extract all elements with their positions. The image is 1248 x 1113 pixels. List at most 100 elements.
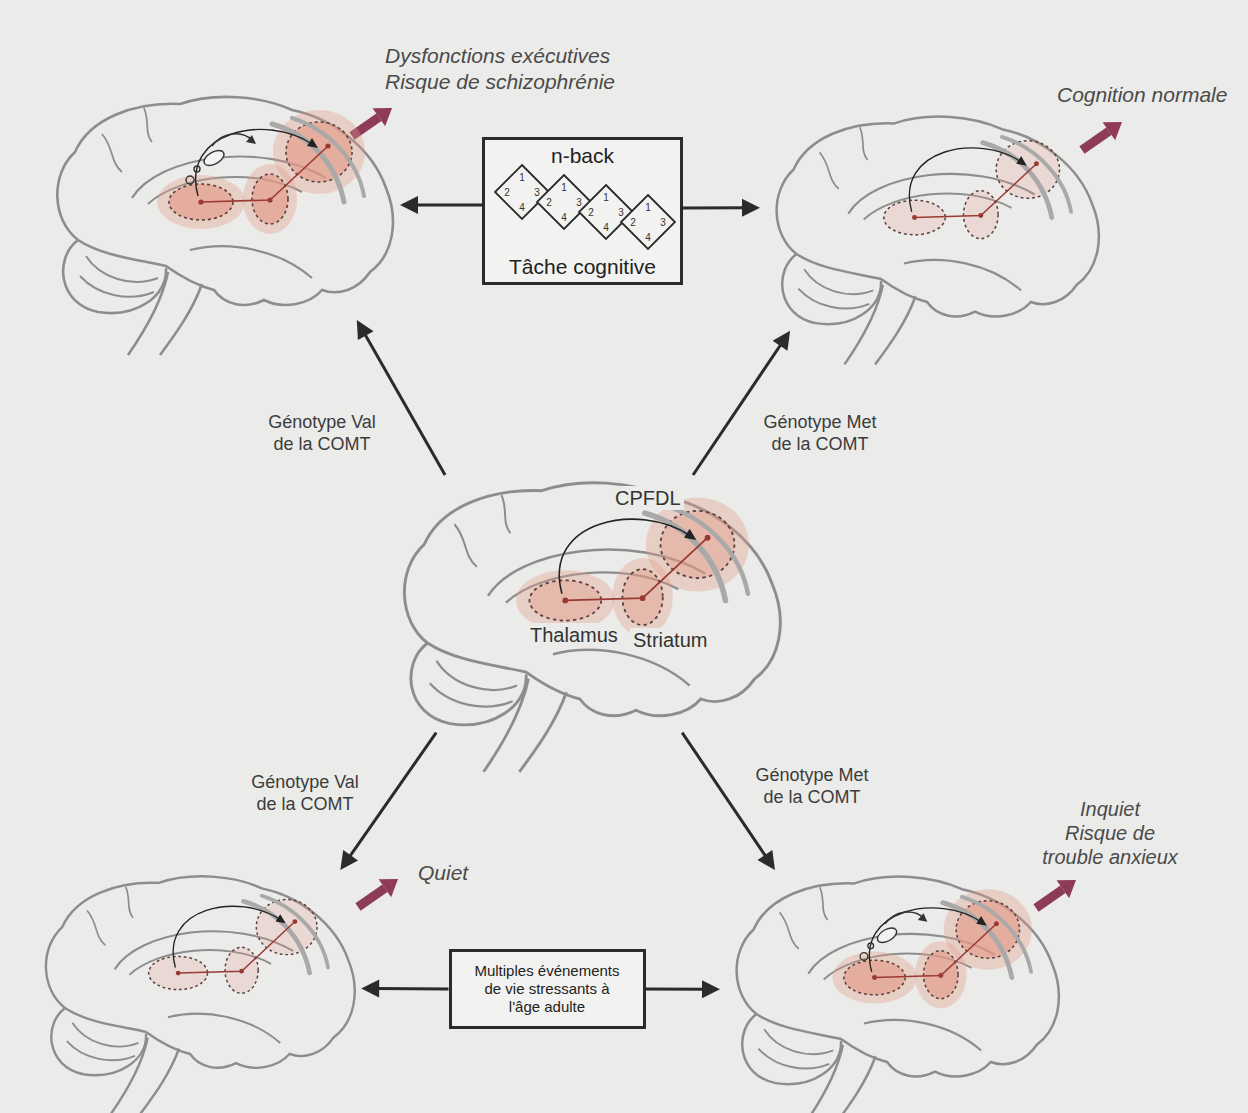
- dopamine-icon: [875, 925, 899, 946]
- event-text: Multiples événements de vie stressants à…: [470, 962, 625, 1016]
- circuit-dot: [938, 973, 943, 978]
- circuit-curve: [559, 519, 689, 594]
- sequence-number: 2: [504, 187, 510, 198]
- connector-line: [693, 343, 782, 475]
- brainstem-line: [111, 1037, 148, 1113]
- arrowhead: [400, 196, 418, 214]
- cerebellum-fold: [804, 269, 873, 294]
- sequence-number: 3: [576, 197, 582, 208]
- circuit-line: [565, 538, 707, 601]
- sequence-number: 2: [630, 217, 636, 228]
- brain-outline: Dysfonctions exécutivesRisque de schizop…: [40, 90, 400, 320]
- temporal-fold: [553, 650, 690, 686]
- sequence-number: 2: [546, 197, 552, 208]
- cerebellum-fold: [764, 1029, 833, 1054]
- region-glow: [516, 570, 615, 630]
- sulcus-band: [962, 897, 1031, 972]
- arrowhead: [757, 850, 775, 870]
- outcome-label: Risque de schizophrénie: [385, 69, 615, 95]
- sequence-number: 1: [561, 182, 567, 193]
- region-glow: [612, 558, 672, 636]
- region-label: Striatum: [630, 628, 710, 652]
- cerebrum-outline: [737, 877, 1059, 1077]
- arrowhead: [742, 199, 760, 217]
- circuit-dot: [640, 595, 646, 601]
- brain-drawing: [30, 870, 361, 1082]
- nback-diamond: [495, 165, 549, 219]
- brain-drawing: [40, 90, 400, 320]
- sulcus-line: [501, 495, 510, 533]
- connector-line: [683, 206, 746, 209]
- circuit-line: [178, 922, 295, 974]
- brainstem-line: [804, 1045, 842, 1113]
- cerebrum-outline: [404, 483, 780, 716]
- outcome-arrow-shaft: [1036, 889, 1063, 908]
- cerebellum-fold: [758, 1049, 829, 1069]
- sulcus-band: [667, 506, 748, 593]
- brain-drawing: [385, 475, 788, 733]
- sequence-number: 3: [618, 207, 624, 218]
- brain-outline: Quiet: [30, 870, 361, 1082]
- circuit-dot: [872, 975, 877, 980]
- region-glow: [243, 164, 297, 234]
- task-caption: Tâche cognitive: [485, 254, 680, 279]
- dopamine-icon: [212, 134, 252, 146]
- sulcus-line: [820, 887, 828, 920]
- cerebellum-fold: [437, 661, 518, 690]
- cerebellum-fold: [80, 276, 154, 297]
- outcome-label: Dysfonctions exécutives: [385, 43, 610, 69]
- brain-drawing: [760, 110, 1106, 331]
- connector-line: [682, 733, 767, 858]
- outcome-arrow-head: [1057, 880, 1076, 898]
- task-box-fill: [482, 137, 683, 285]
- outcome-label: Quiet: [418, 860, 468, 886]
- sequence-number: 4: [519, 202, 525, 213]
- circuit-head: [307, 138, 318, 148]
- brainstem-line: [484, 679, 529, 772]
- brainstem-line: [140, 1048, 179, 1113]
- region-label: CPFDL: [612, 486, 684, 510]
- nback-diamond: [621, 195, 675, 249]
- sulcus-band: [1002, 137, 1071, 212]
- striatum-region: [252, 174, 288, 224]
- circuit-head: [1016, 156, 1027, 166]
- sulcus-line: [454, 524, 476, 567]
- circuit-dot: [267, 197, 272, 202]
- striatum-region: [924, 951, 959, 999]
- circuit-head: [976, 916, 987, 926]
- circuit-dot: [176, 971, 181, 976]
- connector-line: [349, 733, 437, 859]
- circuit-curve: [909, 148, 1021, 212]
- sequence-number: 1: [645, 202, 651, 213]
- cerebellum-outline: [782, 254, 881, 324]
- sulcus-band: [262, 896, 328, 968]
- sulcus-band: [645, 513, 726, 600]
- sulcus-line: [102, 134, 122, 172]
- cerebellum-outline: [742, 1014, 841, 1084]
- sulcus-band: [983, 143, 1052, 218]
- brainstem-line: [844, 285, 882, 365]
- brain-drawing: [720, 870, 1066, 1091]
- sequence-number: 4: [561, 212, 567, 223]
- circuit-dot: [994, 921, 999, 926]
- cerebellum-outline: [411, 643, 526, 725]
- circuit-line: [875, 924, 997, 978]
- edge-label: Génotype Val de la COMT: [244, 771, 366, 815]
- sulcus-band: [243, 901, 309, 973]
- nback-diamonds: [495, 165, 675, 249]
- sequence-number: 1: [519, 172, 525, 183]
- cerebellum-fold: [430, 683, 513, 706]
- circuit-curve: [173, 906, 280, 967]
- circuit-curve: [196, 129, 312, 196]
- outcome-arrows: [352, 108, 1122, 908]
- outcome-arrow-shaft: [1082, 131, 1109, 150]
- striatum-region: [964, 191, 999, 239]
- dopamine-icon: [194, 166, 200, 172]
- sequence-number: 2: [588, 207, 594, 218]
- connector-arrow: [682, 733, 775, 870]
- edge-label: Génotype Val de la COMT: [261, 411, 383, 455]
